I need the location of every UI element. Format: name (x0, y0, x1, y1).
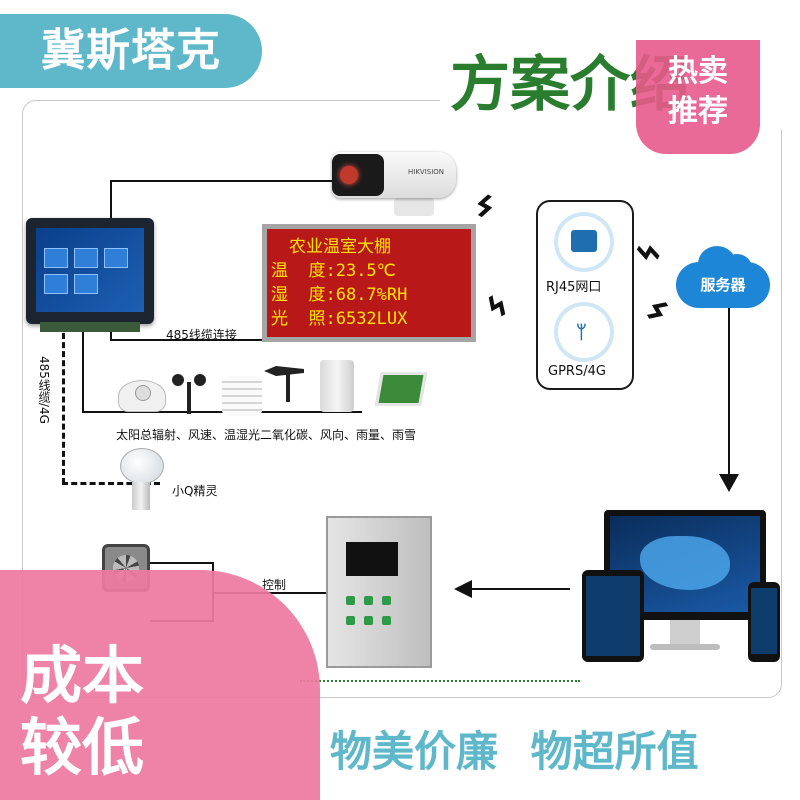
tablet-device (582, 570, 644, 662)
controller-tile (44, 248, 68, 268)
vane-icon (264, 366, 304, 376)
wire-cloud-monitor (728, 308, 730, 480)
controller-tile (74, 274, 98, 294)
xiaoq-device-icon (120, 448, 164, 518)
cabinet-screen (346, 542, 398, 576)
cost-badge-background (0, 570, 320, 800)
slogan-bar: 物美价廉 物超所值 (312, 712, 800, 792)
antenna-icon: ᛘ (576, 322, 587, 343)
wind-speed-sensor-icon (172, 368, 206, 414)
wire-fan-h (150, 562, 212, 564)
gprs-label: GPRS/4G (548, 364, 606, 379)
rj45-port-icon (558, 216, 610, 268)
phone-device (748, 582, 780, 662)
wire-xiaoq-h (62, 482, 160, 485)
controller-tile (74, 248, 98, 268)
phone-screen (751, 588, 777, 654)
wire-monitor-cabinet (470, 588, 570, 590)
wire-controller-camera-v (110, 180, 112, 220)
control-label: 控制 (262, 578, 287, 592)
wire-sensors-v (82, 324, 84, 412)
surveillance-camera: HIKVISION (332, 152, 456, 218)
diagram-frame (22, 100, 782, 698)
led-temp-label: 温 度: (271, 261, 336, 281)
arrow-left-icon (454, 580, 472, 598)
xiaoq-label: 小Q精灵 (172, 484, 218, 498)
wire-controller-camera-h (110, 180, 336, 182)
controller-screen (36, 228, 144, 312)
arrow-down-icon (719, 474, 739, 492)
cost-badge-line1: 成本 (20, 639, 145, 712)
camera-logo: HIKVISION (408, 168, 445, 176)
monitor-foot (650, 644, 720, 650)
touch-controller (26, 218, 154, 332)
led-humidity: 湿 度:68.7%RH (271, 283, 471, 307)
pole-icon (187, 382, 191, 414)
cabinet-button-icon (364, 616, 373, 625)
tablet-screen (586, 576, 640, 656)
dome-icon (135, 385, 151, 401)
solar-radiation-sensor-icon (118, 380, 166, 412)
cup-icon (194, 374, 206, 386)
cup-icon (172, 374, 184, 386)
led-display: 农业温室大棚 温 度:23.5℃ 湿 度:68.7%RH 光 照:6532LUX (262, 224, 476, 342)
rj45-label: RJ45网口 (546, 280, 602, 295)
slogan-left: 物美价廉 (330, 727, 499, 776)
controller-terminal (40, 322, 140, 332)
led-title: 农业温室大棚 (289, 237, 391, 257)
ethernet-icon (571, 230, 597, 252)
dotted-boundary (300, 680, 580, 682)
hot-badge-line1: 热卖 (668, 54, 728, 89)
rain-snow-sensor-icon (375, 372, 427, 406)
sensors-label: 太阳总辐射、风速、温湿光二氧化碳、风向、雨量、雨雪 (116, 428, 417, 442)
led-lux-value: 6532LUX (335, 309, 408, 329)
dome-icon (120, 448, 164, 484)
led-temperature: 温 度:23.5℃ (271, 259, 471, 283)
cable-485-4g-label: 485线缆/4G (37, 356, 51, 424)
map-icon (640, 536, 730, 590)
hot-recommend-badge: 热卖 推荐 (636, 40, 760, 154)
camera-front (332, 154, 384, 196)
brand-name: 冀斯塔克 (0, 14, 262, 88)
controller-tile (104, 248, 128, 268)
camera-lens-icon (340, 166, 358, 184)
cabinet-button-icon (382, 616, 391, 625)
monitor-stand (670, 620, 700, 646)
network-module: RJ45网口 ᛘ GPRS/4G (536, 200, 634, 390)
cabinet-button-icon (382, 596, 391, 605)
led-hum-label: 湿 度: (271, 285, 336, 305)
wind-direction-sensor-icon (260, 362, 310, 402)
gprs-antenna-icon: ᛘ (558, 306, 610, 358)
led-hum-value: 68.7%RH (335, 285, 408, 305)
cable-485-label: 485线缆连接 (166, 328, 237, 342)
led-illuminance: 光 照:6532LUX (271, 307, 471, 331)
cost-badge-line2: 较低 (20, 711, 145, 784)
led-lux-label: 光 照: (271, 309, 336, 329)
rain-gauge-sensor-icon (320, 360, 354, 412)
camera-mount (394, 198, 434, 216)
pole-icon (286, 370, 290, 402)
controller-tile (44, 274, 68, 294)
cabinet-button-icon (364, 596, 373, 605)
hot-badge-line2: 推荐 (668, 94, 728, 129)
wire-controller-led-h (110, 339, 264, 341)
louver-box-sensor-icon (222, 376, 262, 416)
slogan-right: 物超所值 (530, 727, 699, 776)
server-label: 服务器 (700, 276, 746, 294)
server-cloud-icon: 服务器 (676, 246, 770, 308)
cost-badge: 成本 较低 (20, 640, 144, 784)
cabinet-button-icon (346, 616, 355, 625)
control-cabinet (326, 516, 432, 668)
led-temp-value: 23.5℃ (335, 261, 396, 281)
monitor-screen (610, 516, 760, 612)
cabinet-button-icon (346, 596, 355, 605)
stem-icon (132, 482, 150, 510)
wire-xiaoq-v (62, 324, 65, 484)
